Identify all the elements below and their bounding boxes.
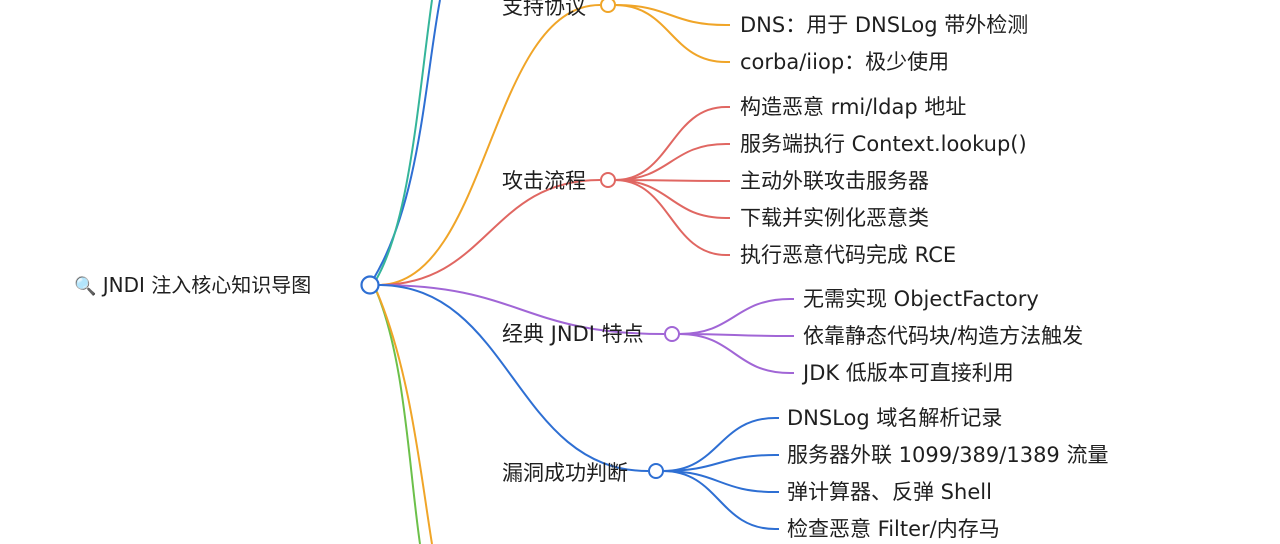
protocols-leaf-link-1	[614, 4, 730, 26]
attack-flow-leaf-link-1	[614, 106, 730, 181]
attack-flow-leaf-links	[614, 106, 730, 256]
root-to-features-link	[377, 284, 665, 335]
branch-detection	[377, 284, 779, 530]
root-to-detection-link	[377, 284, 649, 472]
detection-leaf-link-2	[662, 454, 779, 472]
branch-attack-flow	[377, 106, 730, 286]
branch-label-attack-flow[interactable]: 攻击流程	[502, 169, 586, 193]
branch-label-detection[interactable]: 漏洞成功判断	[502, 461, 628, 485]
offscreen-branch-link-3	[375, 289, 421, 544]
features-leaf-link-3	[678, 333, 794, 374]
detection-leaf-link-1	[662, 417, 779, 472]
offscreen-branch-link-2	[375, 0, 433, 281]
leaf-detection-4[interactable]: 检查恶意 Filter/内存马	[787, 517, 1000, 541]
leaf-detection-3[interactable]: 弹计算器、反弹 Shell	[787, 480, 992, 504]
leaf-attack-flow-5[interactable]: 执行恶意代码完成 RCE	[740, 243, 957, 267]
leaf-attack-flow-3[interactable]: 主动外联攻击服务器	[740, 169, 929, 193]
features-branch-node[interactable]	[664, 326, 680, 342]
features-leaf-links	[678, 298, 794, 374]
protocols-branch-node[interactable]	[600, 0, 616, 13]
root-to-attack-flow-link	[377, 179, 601, 286]
leaf-attack-flow-4[interactable]: 下载并实例化恶意类	[740, 206, 929, 230]
protocols-leaf-link-2	[614, 4, 730, 63]
features-leaf-link-1	[678, 298, 794, 335]
detection-leaf-link-4	[662, 470, 779, 530]
magnifier-icon: 🔍	[74, 276, 97, 297]
leaf-features-1[interactable]: 无需实现 ObjectFactory	[803, 287, 1039, 311]
leaf-protocols-corba[interactable]: corba/iiop：极少使用	[740, 50, 950, 74]
leaf-features-2[interactable]: 依靠静态代码块/构造方法触发	[803, 324, 1084, 348]
offscreen-branch-link-1	[373, 0, 441, 279]
branch-label-features[interactable]: 经典 JNDI 特点	[502, 322, 644, 346]
leaf-attack-flow-1[interactable]: 构造恶意 rmi/ldap 地址	[740, 95, 967, 119]
leaf-features-3[interactable]: JDK 低版本可直接利用	[803, 361, 1014, 385]
leaf-protocols-dns[interactable]: DNS：用于 DNSLog 带外检测	[740, 13, 1029, 37]
root-topic[interactable]: 🔍 JNDI 注入核心知识导图	[74, 272, 311, 300]
leaf-detection-2[interactable]: 服务器外联 1099/389/1389 流量	[787, 443, 1109, 467]
protocols-leaf-links	[614, 4, 730, 63]
features-leaf-link-2	[678, 333, 794, 337]
detection-branch-node[interactable]	[648, 463, 664, 479]
leaf-detection-1[interactable]: DNSLog 域名解析记录	[787, 406, 1003, 430]
detection-leaf-links	[662, 417, 779, 530]
leaf-attack-flow-2[interactable]: 服务端执行 Context.lookup()	[740, 132, 1027, 156]
attack-flow-leaf-link-5	[614, 179, 730, 256]
attack-flow-leaf-link-3	[614, 179, 730, 182]
offscreen-branch-link-4	[376, 291, 433, 544]
root-topic-label: JNDI 注入核心知识导图	[102, 273, 312, 297]
offscreen-branch-links	[373, 0, 441, 544]
attack-flow-branch-node[interactable]	[600, 172, 616, 188]
attack-flow-leaf-link-4	[614, 179, 730, 219]
branch-protocols	[377, 0, 730, 286]
branch-features	[377, 284, 794, 374]
root-to-protocols-link	[377, 4, 601, 286]
branch-label-protocols[interactable]: 支持协议	[502, 0, 586, 19]
root-node[interactable]	[360, 275, 380, 295]
attack-flow-leaf-link-2	[614, 143, 730, 181]
detection-leaf-link-3	[662, 470, 779, 493]
